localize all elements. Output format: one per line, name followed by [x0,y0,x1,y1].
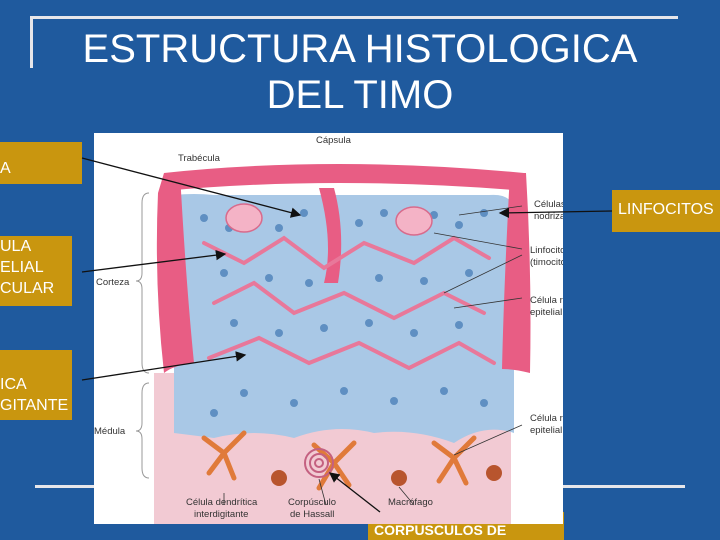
figure-label-corteza: Corteza [96,277,130,288]
figure-label-reticular-cortical-2: epitelial cortical [530,307,563,318]
figure-label-celulas-nodriza-1: Células [534,199,563,210]
trabecula-right [502,173,531,373]
slide-title: ESTRUCTURA HISTOLOGICA DEL TIMO [30,26,690,118]
thymus-histology-figure: Cápsula Trabécula Células nodriza Linfoc… [94,133,563,524]
figure-label-reticular-medular-1: Célula reticular [530,413,563,424]
title-line-1: ESTRUCTURA HISTOLOGICA [82,27,638,71]
figure-label-linfocitos-1: Linfocitos [530,245,563,256]
frame-left-line [30,16,33,68]
label-dendritica-line-2: GITANTE [0,397,69,414]
figure-label-reticular-medular-2: epitelial medular [530,425,563,436]
cortex-region [174,194,514,443]
medullary-reticular-cells [201,430,477,491]
label-celula-line-3: CULAR [0,280,55,297]
label-box-dendritica: ICA GITANTE [0,350,72,420]
label-celula-line-1: ULA [0,238,32,255]
figure-label-macrofago: Macrófago [388,497,433,508]
label-celula-line-2: ELIAL [0,259,44,276]
label-dendritica-line-1: ICA [0,376,27,393]
figure-label-trabecula: Trabécula [178,153,220,164]
figure-label-dendritica-2: interdigitante [194,509,249,520]
figure-label-medula: Médula [94,426,126,437]
figure-label-reticular-cortical-1: Célula reticular [530,295,563,306]
figure-label-dendritica-1: Célula dendrítica [186,497,258,508]
figure-label-linfocitos-2: (timocitos) [530,257,563,268]
hassall-corpuscle [304,448,334,478]
figure-pointer-lines [223,205,523,506]
label-box-trabecula: A [0,142,82,184]
thymus-illustration [94,133,563,524]
figure-label-hassall-2: de Hassall [290,509,335,520]
macrophages [271,465,502,486]
label-trabecula-text: A [0,160,11,177]
title-line-2: DEL TIMO [266,73,454,117]
label-box-celula-reticular: ULA ELIAL CULAR [0,236,72,306]
figure-label-capsula: Cápsula [316,135,351,146]
figure-label-celulas-nodriza-2: nodriza [534,211,563,222]
trabecula-left [156,173,194,373]
label-linfocitos-text: LINFOCITOS [618,201,714,218]
figure-label-hassall-1: Corpúsculo [288,497,337,508]
label-box-linfocitos: LINFOCITOS [612,190,720,232]
frame-top-line [30,16,678,19]
label-corpusculos-text: CORPUSCULOS DE [374,522,507,538]
